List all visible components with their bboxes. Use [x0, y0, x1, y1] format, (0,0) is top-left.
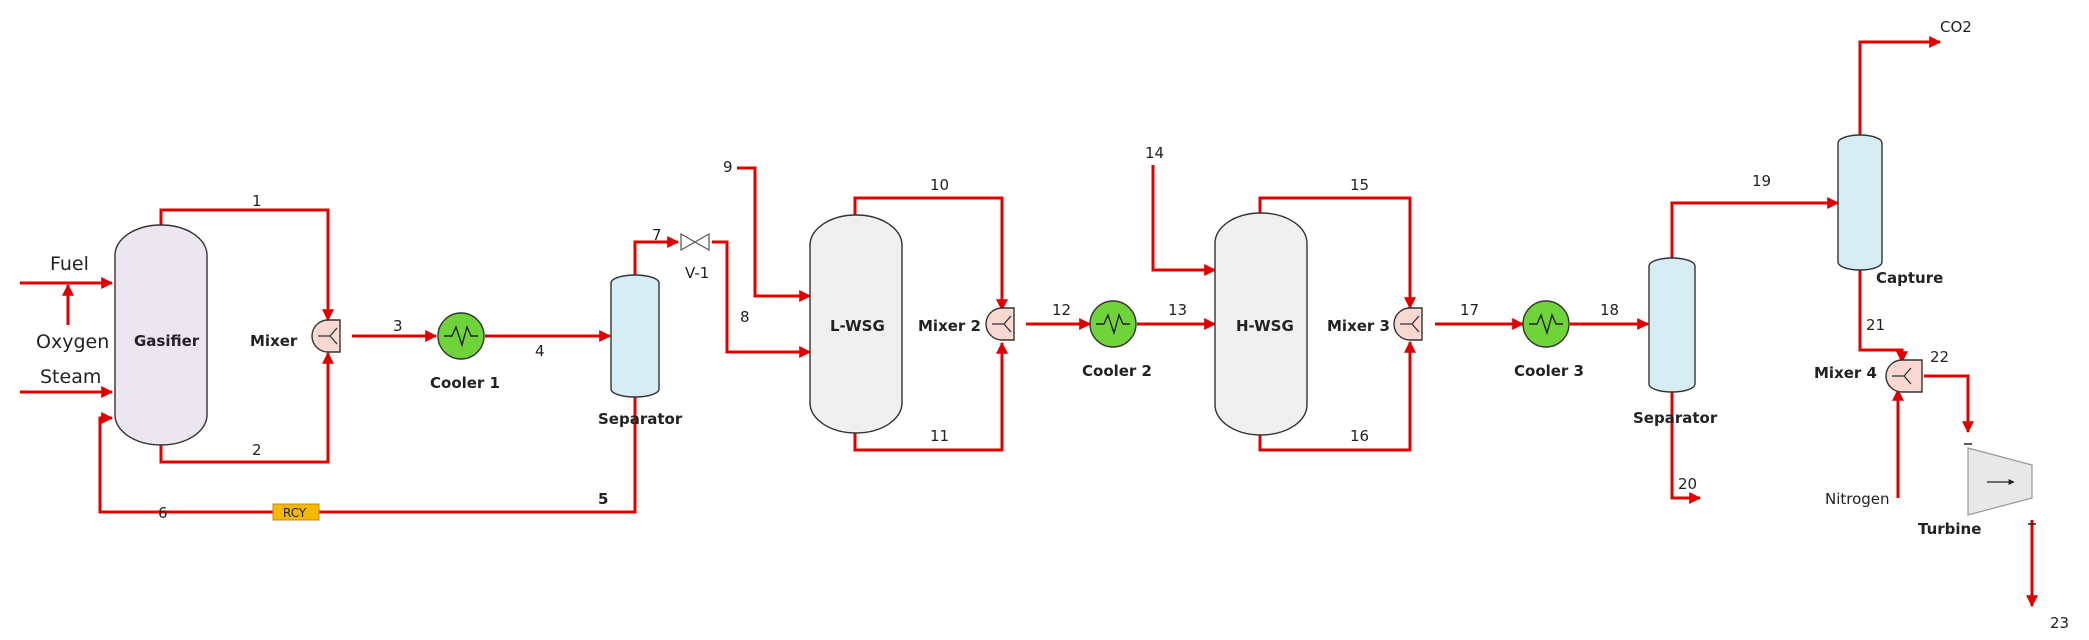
stream-label-9: 9 [723, 158, 733, 176]
mixer-2[interactable] [985, 307, 1015, 341]
mixer-4-label: Mixer 4 [1814, 364, 1877, 382]
lwsg-reactor[interactable] [809, 214, 903, 434]
mixer-1-label: Mixer [250, 332, 298, 350]
capture-label: Capture [1876, 269, 1943, 287]
mixer-1[interactable] [311, 319, 341, 353]
stream-label-13: 13 [1168, 301, 1187, 319]
stream-lines [20, 36, 2038, 608]
cooler-3-label: Cooler 3 [1514, 362, 1584, 380]
cooler-1[interactable] [437, 312, 485, 360]
stream-7[interactable] [633, 236, 680, 275]
feed-label-nitrogen: Nitrogen [1825, 490, 1890, 508]
feed-label-fuel: Fuel [50, 253, 89, 275]
stream-20[interactable] [1670, 390, 1702, 504]
stream-label-6: 6 [158, 504, 168, 522]
stream-label-15: 15 [1350, 176, 1369, 194]
stream-label-17: 17 [1460, 301, 1479, 319]
valve-v1[interactable] [680, 232, 710, 252]
gasifier-label: Gasifier [134, 332, 200, 350]
stream-label-2: 2 [252, 441, 262, 459]
cooler-2[interactable] [1089, 300, 1137, 348]
stream-9[interactable] [737, 166, 812, 302]
separator-2-label: Separator [1633, 409, 1718, 427]
stream-label-20: 20 [1678, 475, 1697, 493]
recycle-block[interactable] [272, 503, 320, 521]
stream-label-14: 14 [1145, 144, 1164, 162]
mixer-2-label: Mixer 2 [918, 317, 981, 335]
stream-label-8: 8 [740, 308, 750, 326]
stream-label-18: 18 [1600, 301, 1619, 319]
feed-label-co2: CO2 [1940, 18, 1972, 36]
stream-8[interactable] [712, 240, 812, 358]
separator-2-column[interactable] [1648, 257, 1696, 393]
stream-11[interactable] [853, 341, 1008, 452]
stream-10[interactable] [853, 196, 1008, 312]
mixer-4[interactable] [1885, 359, 1923, 393]
cooler-2-label: Cooler 2 [1082, 362, 1152, 380]
stream-22[interactable] [1924, 374, 1974, 434]
stream-label-12: 12 [1052, 301, 1071, 319]
feed-label-oxygen: Oxygen [36, 331, 109, 353]
cooler-3[interactable] [1522, 300, 1570, 348]
stream-label-10: 10 [930, 176, 949, 194]
stream-1[interactable] [159, 208, 334, 322]
recycle-label: RCY [283, 506, 307, 520]
stream-label-7: 7 [652, 226, 662, 244]
turbine[interactable] [1964, 443, 2036, 525]
stream-14[interactable] [1151, 165, 1217, 276]
cooler-1-label: Cooler 1 [430, 374, 500, 392]
valve-v1-label: V-1 [685, 264, 709, 282]
mixer-3-label: Mixer 3 [1327, 317, 1390, 335]
capture-column[interactable] [1837, 134, 1883, 271]
stream-label-19: 19 [1752, 172, 1771, 190]
stream-19[interactable] [1670, 197, 1840, 262]
stream-21[interactable] [1858, 268, 1908, 364]
stream-label-1: 1 [252, 192, 262, 210]
mixer-3[interactable] [1393, 307, 1423, 341]
separator-1-label: Separator [598, 410, 683, 428]
stream-label-11: 11 [930, 427, 949, 445]
stream-label-21: 21 [1866, 316, 1885, 334]
hwsg-label: H-WSG [1236, 317, 1294, 335]
hwsg-reactor[interactable] [1214, 212, 1308, 436]
stream-label-3: 3 [393, 317, 403, 335]
stream-5-6-recycle[interactable] [98, 395, 637, 514]
gasifier-vessel[interactable] [114, 224, 208, 446]
feed-label-steam: Steam [40, 366, 101, 388]
stream-label-22: 22 [1930, 348, 1949, 366]
stream-label-5: 5 [598, 490, 608, 508]
stream-2[interactable] [159, 351, 334, 464]
stream-co2[interactable] [1858, 36, 1942, 140]
turbine-label: Turbine [1918, 520, 1981, 538]
stream-label-4: 4 [535, 342, 545, 360]
stream-label-16: 16 [1350, 427, 1369, 445]
stream-label-23: 23 [2050, 614, 2069, 632]
stream-15[interactable] [1258, 196, 1416, 310]
stream-16[interactable] [1258, 340, 1416, 452]
lwsg-label: L-WSG [830, 317, 885, 335]
separator-1-column[interactable] [610, 274, 660, 398]
